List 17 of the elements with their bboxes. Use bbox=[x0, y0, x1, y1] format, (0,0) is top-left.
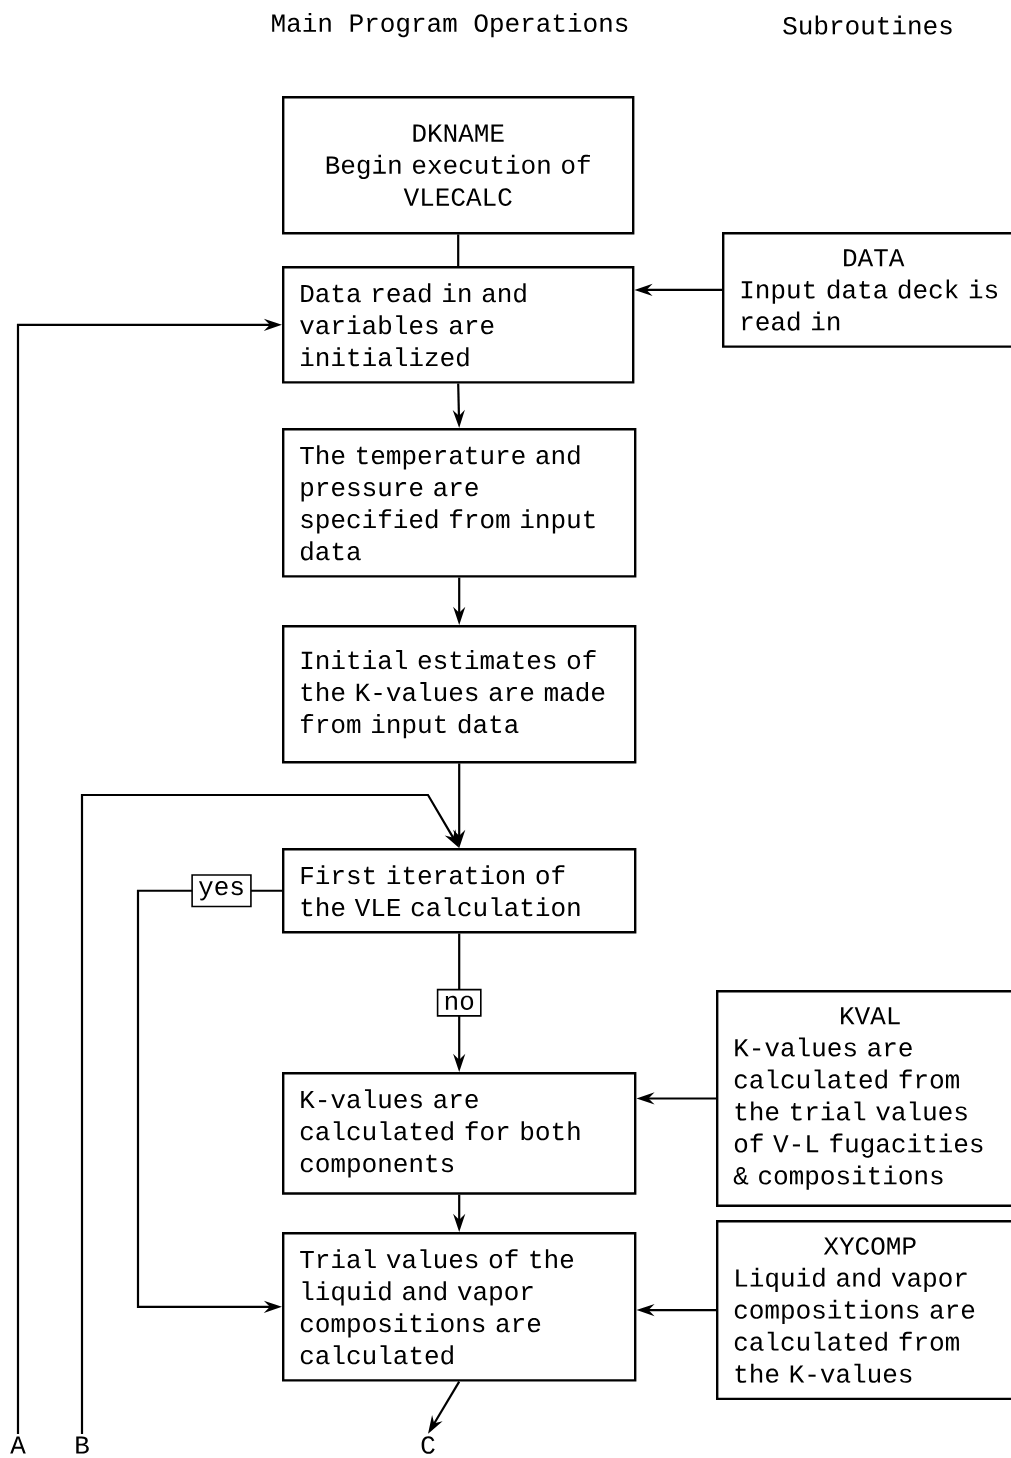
decision-box: First iteration of the VLE calculation bbox=[282, 848, 637, 934]
subroutine-box: KVAL K-values are calculated from the trial values of V-L fugacities & compositions bbox=[716, 990, 1011, 1207]
process-box: DKNAME Begin execution of VLECALC bbox=[282, 96, 635, 235]
column-heading: Main Program Operations bbox=[272, 12, 628, 38]
edge-label: yes bbox=[191, 874, 252, 908]
connector-label: A bbox=[10, 1436, 26, 1454]
process-box: Data read in and variables are initialized bbox=[282, 266, 635, 384]
subroutine-box: XYCOMP Liquid and vapor compositions are calculated from the K-values bbox=[716, 1220, 1011, 1401]
edge-label: no bbox=[436, 988, 482, 1017]
column-heading: Subroutines bbox=[783, 15, 952, 35]
process-box: Initial estimates of the K-values are made from input data bbox=[282, 625, 637, 764]
subroutine-box: DATA Input data deck is read in bbox=[722, 232, 1011, 348]
process-box: K-values are calculated for both components bbox=[282, 1072, 637, 1195]
process-box: Trial values of the liquid and vapor compositions are calculated bbox=[282, 1232, 637, 1382]
process-box: The temperature and pressure are specified from input data bbox=[282, 428, 637, 578]
connector-label: C bbox=[421, 1436, 435, 1454]
connector-label: B bbox=[76, 1436, 89, 1454]
